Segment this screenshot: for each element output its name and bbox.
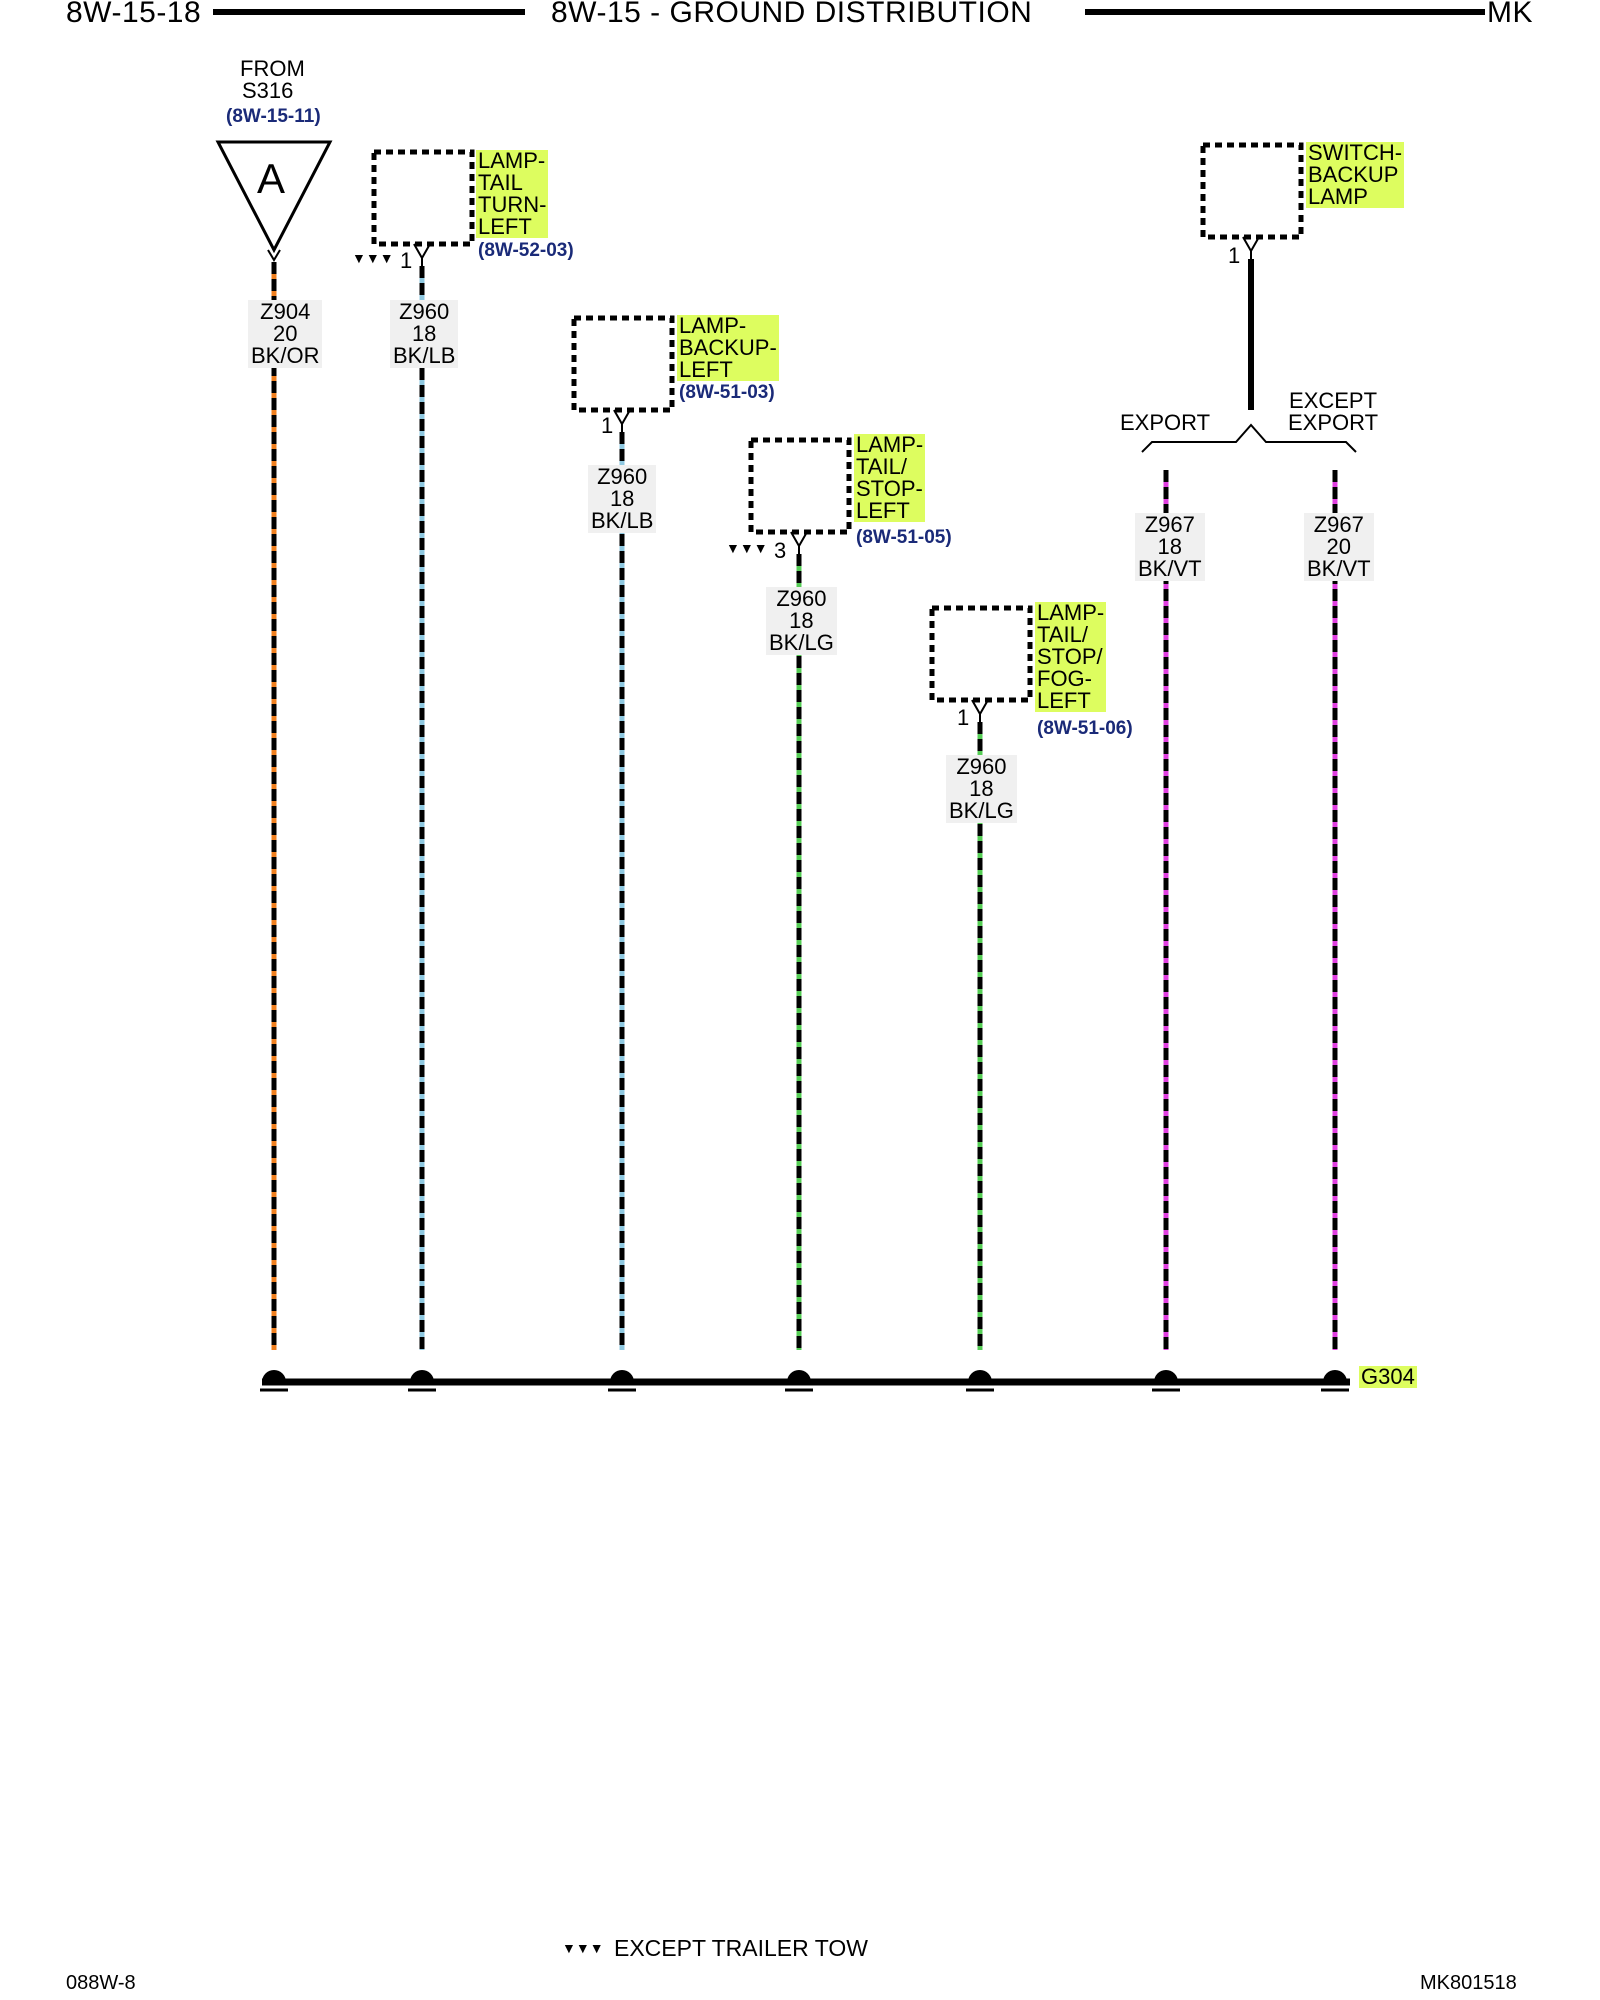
option-export-label: EXPORT — [1120, 410, 1211, 435]
ground-splice-dot-5 — [1154, 1370, 1178, 1382]
pin-y-3 — [790, 531, 808, 554]
pin-y-4 — [971, 699, 989, 722]
component-name-lamp-tail-stop-fog-left: LAMP-TAIL/STOP/FOG-LEFT — [1035, 600, 1107, 713]
ground-splice-dot-1 — [410, 1370, 434, 1382]
legend-text: EXCEPT TRAILER TOW — [614, 1935, 868, 1961]
pin-number-2: 1 — [601, 413, 614, 438]
ground-splice-dot-3 — [787, 1370, 811, 1382]
model-code: MK — [1487, 0, 1533, 29]
component-ref-lamp-tail-stop-left[interactable]: (8W-51-05) — [856, 527, 952, 548]
component-name-lamp-tail-stop-left: LAMP-TAIL/STOP-LEFT — [854, 432, 926, 523]
marker-except-trailer-tow-1: ▼▼▼ — [352, 250, 394, 266]
connector-a-pin — [267, 249, 281, 262]
connector-a-letter: A — [257, 155, 286, 202]
legend-marker: ▼▼▼ — [562, 1940, 604, 1956]
component-box-lamp-tail-turn-left — [371, 149, 475, 247]
page-code: 8W-15-18 — [66, 0, 202, 29]
component-box-lamp-backup-left — [571, 315, 675, 413]
ground-splice-dot-0 — [262, 1370, 286, 1382]
footer-right-code: MK801518 — [1420, 1972, 1517, 1994]
ground-label-g304: G304 — [1359, 1364, 1417, 1389]
pin-number-1: 1 — [400, 248, 413, 273]
component-ref-lamp-tail-stop-fog-left[interactable]: (8W-51-06) — [1037, 718, 1133, 739]
marker-except-trailer-tow-2: ▼▼▼ — [726, 540, 768, 556]
ground-splice-dot-6 — [1323, 1370, 1347, 1382]
option-bracket — [1141, 423, 1357, 453]
source-ref[interactable]: (8W-15-11) — [226, 106, 321, 127]
ground-splice-dot-4 — [968, 1370, 992, 1382]
footer-left-code: 088W-8 — [66, 1972, 136, 1994]
component-name-lamp-backup-left: LAMP-BACKUP-LEFT — [677, 313, 779, 382]
connector-a-triangle — [215, 140, 333, 254]
component-box-switch-backup-lamp — [1200, 142, 1304, 240]
source-splice: S316 — [242, 78, 294, 103]
pin-y-5 — [1242, 236, 1260, 259]
pin-number-5: 1 — [1228, 243, 1241, 268]
component-ref-lamp-tail-turn-left[interactable]: (8W-52-03) — [478, 240, 574, 261]
page-title: 8W-15 - GROUND DISTRIBUTION — [551, 0, 1033, 29]
component-box-lamp-tail-stop-left — [748, 437, 852, 535]
ground-splice-dot-2 — [610, 1370, 634, 1382]
component-box-lamp-tail-stop-fog-left — [929, 605, 1033, 703]
pin-y-2 — [613, 409, 631, 432]
pin-y-1 — [413, 243, 431, 266]
pin-number-3: 3 — [774, 538, 787, 563]
source-from-label: FROM — [240, 56, 305, 81]
pin-number-4: 1 — [957, 705, 970, 730]
component-ref-lamp-backup-left[interactable]: (8W-51-03) — [679, 382, 775, 403]
